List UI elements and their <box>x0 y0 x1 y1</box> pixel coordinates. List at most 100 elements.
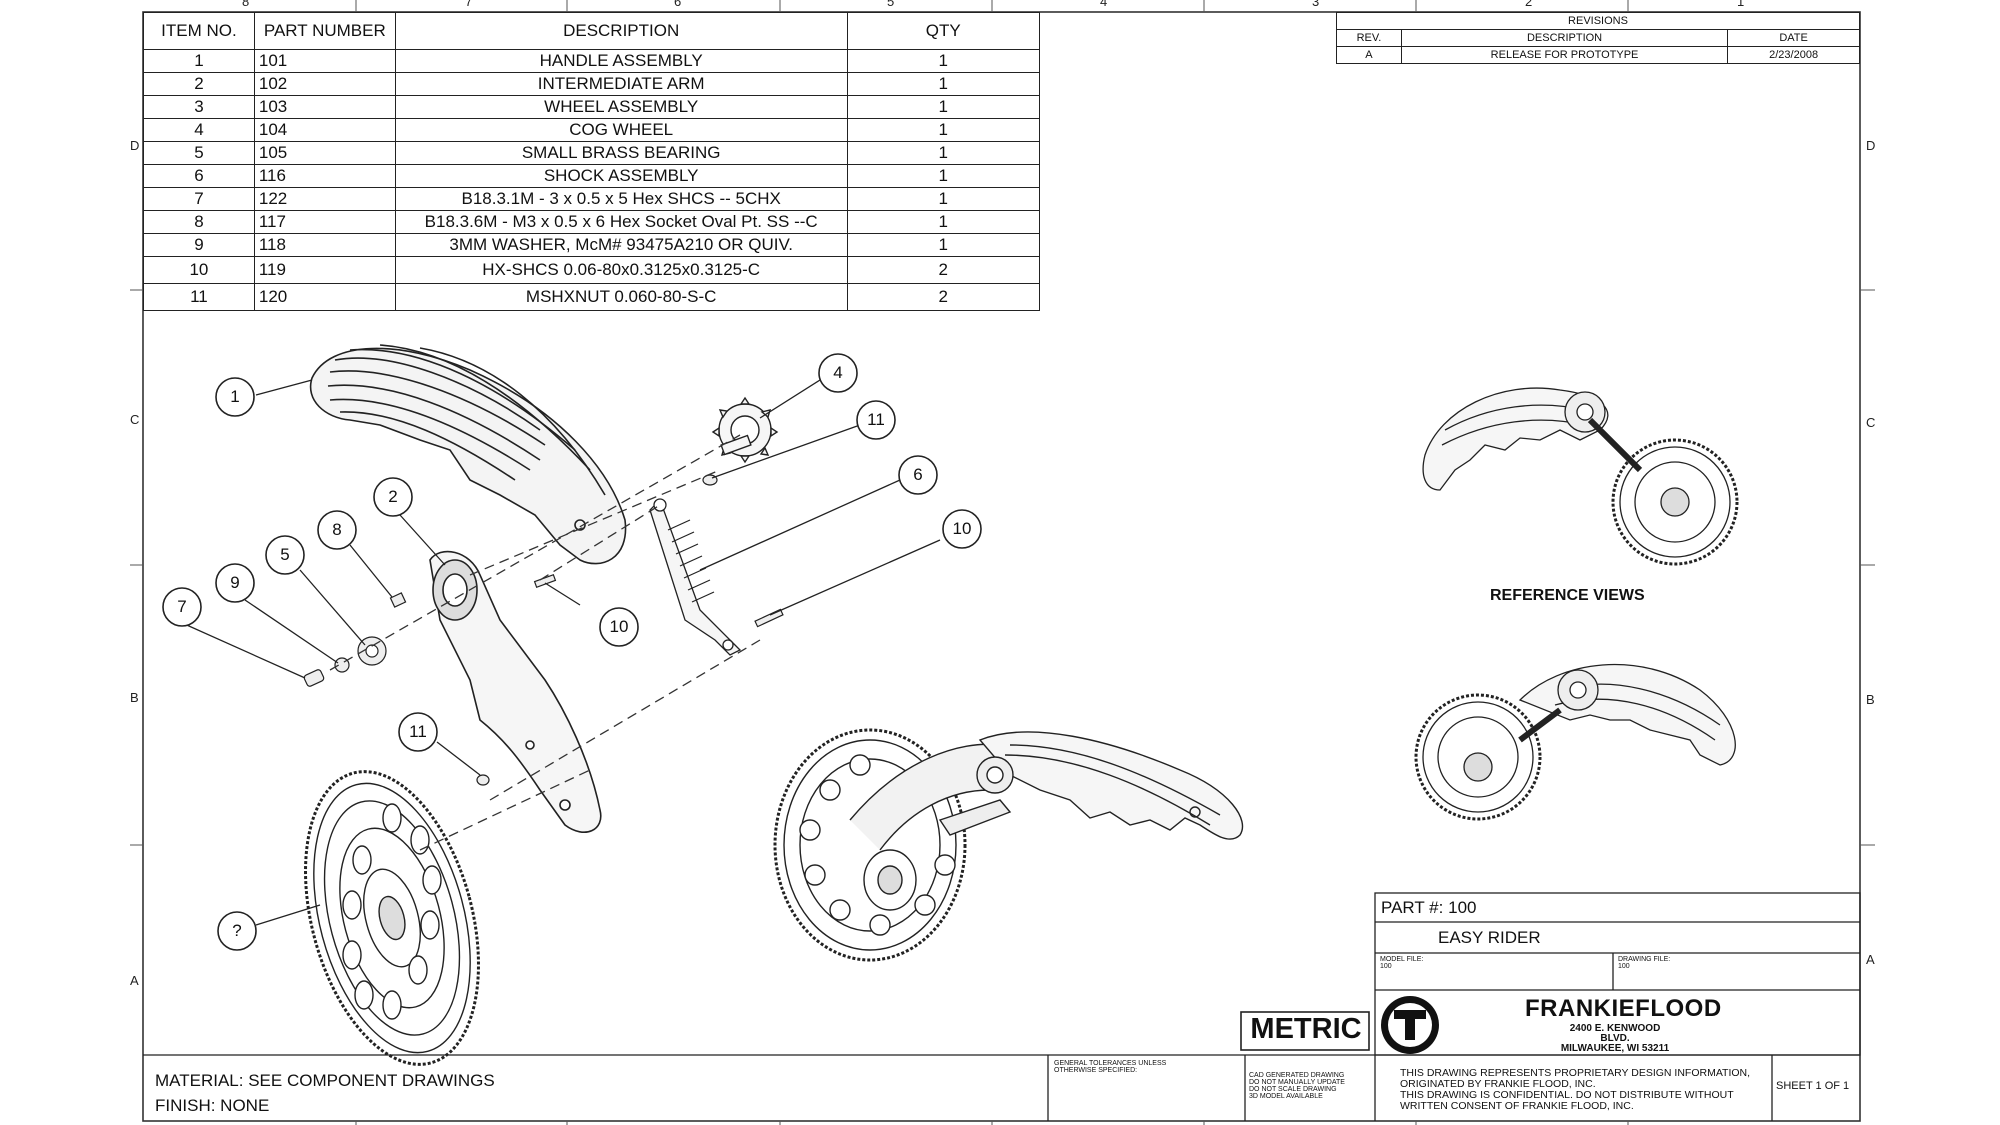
bom-cell: 122 <box>253 187 396 211</box>
revisions-header-rev: REV. <box>1336 29 1402 47</box>
balloon-label: 10 <box>609 617 629 636</box>
handle-assembly-exploded <box>309 344 627 565</box>
balloon-label: 11 <box>409 722 427 741</box>
bom-cell: 2 <box>846 256 1041 284</box>
balloon-label: 1 <box>230 387 240 406</box>
balloon-label: 8 <box>332 520 342 539</box>
part-number-label: PART #: 100 <box>1381 898 1477 917</box>
balloon-label: 2 <box>388 487 398 506</box>
revisions-header-date: DATE <box>1727 29 1860 47</box>
bom-cell: 1 <box>846 233 1041 257</box>
bom-cell: B18.3.6M - M3 x 0.5 x 6 Hex Socket Oval … <box>394 210 848 234</box>
bom-cell: 103 <box>253 95 396 119</box>
zone-number-top: 3 <box>1312 0 1320 9</box>
balloon-label: 10 <box>952 519 972 538</box>
model-file-field: MODEL FILE:100 <box>1380 956 1424 970</box>
bom-cell: 4 <box>143 118 255 142</box>
bom-cell: SHOCK ASSEMBLY <box>394 164 848 188</box>
bom-cell: 120 <box>253 283 396 311</box>
bom-header-part: PART NUMBER <box>253 12 396 50</box>
part-name: EASY RIDER <box>1438 928 1541 947</box>
bom-cell: 117 <box>253 210 396 234</box>
zone-number-top: 6 <box>674 0 682 9</box>
zone-letter-right: C <box>1866 415 1876 430</box>
bom-cell: 2 <box>846 283 1041 311</box>
revisions-title: REVISIONS <box>1336 12 1860 30</box>
zone-number-top: 7 <box>465 0 473 9</box>
bom-cell: 1 <box>846 72 1041 96</box>
balloon-label: 11 <box>867 410 885 429</box>
balloon-label: 7 <box>177 597 187 616</box>
bom-cell: COG WHEEL <box>394 118 848 142</box>
bom-cell: 6 <box>143 164 255 188</box>
balloon-circles <box>162 353 982 951</box>
revision-cell: 2/23/2008 <box>1727 46 1860 64</box>
company-logo-icon <box>1381 996 1439 1054</box>
assembled-view <box>773 728 1244 962</box>
bom-cell: 10 <box>143 256 255 284</box>
revision-cell: RELEASE FOR PROTOTYPE <box>1400 46 1729 64</box>
drawing-file-field: DRAWING FILE:100 <box>1618 956 1671 970</box>
bom-header-row: ITEM NO. PART NUMBER DESCRIPTION QTY <box>143 12 1041 50</box>
company-address: 2400 E. KENWOOD BLVD.MILWAUKEE, WI 53211 <box>1560 1023 1670 1054</box>
zone-letter-left: D <box>130 138 140 153</box>
balloon-label: ? <box>232 921 242 940</box>
bom-cell: 8 <box>143 210 255 234</box>
zone-letter-right: A <box>1866 952 1875 967</box>
explode-lines <box>329 434 761 851</box>
zone-letter-right: D <box>1866 138 1876 153</box>
shock-assembly-exploded <box>649 498 742 656</box>
revisions-table: REVISIONS REV. DESCRIPTION DATE A RELEAS… <box>1336 12 1860 64</box>
balloon-leaders <box>179 379 941 926</box>
balloon-label: 5 <box>280 545 290 564</box>
bom-cell: 9 <box>143 233 255 257</box>
bom-cell: 2 <box>143 72 255 96</box>
bom-cell: 102 <box>253 72 396 96</box>
bom-cell: 3MM WASHER, McM# 93475A210 OR QUIV. <box>394 233 848 257</box>
zone-letter-left: B <box>130 690 139 705</box>
zone-letter-right: B <box>1866 692 1875 707</box>
balloon-label: 6 <box>913 465 923 484</box>
zone-number-top: 1 <box>1737 0 1745 9</box>
bom-cell: 1 <box>846 95 1041 119</box>
bom-cell: 11 <box>143 283 255 311</box>
finish-note: FINISH: NONE <box>155 1096 270 1115</box>
title-block-grid <box>143 892 1861 1121</box>
zone-number-top: 8 <box>242 0 250 9</box>
bom-cell: 7 <box>143 187 255 211</box>
bom-cell: B18.3.1M - 3 x 0.5 x 5 Hex SHCS -- 5CHX <box>394 187 848 211</box>
bom-cell: 1 <box>846 118 1041 142</box>
company-name: FRANKIEFLOOD <box>1525 995 1722 1022</box>
bom-cell: 101 <box>253 49 396 73</box>
wheel-assembly-exploded <box>304 770 480 1066</box>
sheet-number: SHEET 1 OF 1 <box>1776 1080 1850 1092</box>
bom-cell: 1 <box>143 49 255 73</box>
bom-cell: 116 <box>253 164 396 188</box>
zone-number-top: 2 <box>1525 0 1533 9</box>
intermediate-arm-exploded <box>429 550 602 834</box>
zone-number-top: 5 <box>887 0 895 9</box>
bom-cell: 105 <box>253 141 396 165</box>
bom-cell: 1 <box>846 164 1041 188</box>
bom-cell: INTERMEDIATE ARM <box>394 72 848 96</box>
proprietary-note: THIS DRAWING REPRESENTS PROPRIETARY DESI… <box>1400 1067 1751 1112</box>
revisions-header-description: DESCRIPTION <box>1400 29 1729 47</box>
bom-cell: 119 <box>253 256 396 284</box>
bom-cell: 1 <box>846 141 1041 165</box>
bom-cell: 1 <box>846 210 1041 234</box>
table-row: A RELEASE FOR PROTOTYPE 2/23/2008 <box>1336 46 1860 64</box>
zone-number-top: 4 <box>1100 0 1108 9</box>
bom-cell: 118 <box>253 233 396 257</box>
